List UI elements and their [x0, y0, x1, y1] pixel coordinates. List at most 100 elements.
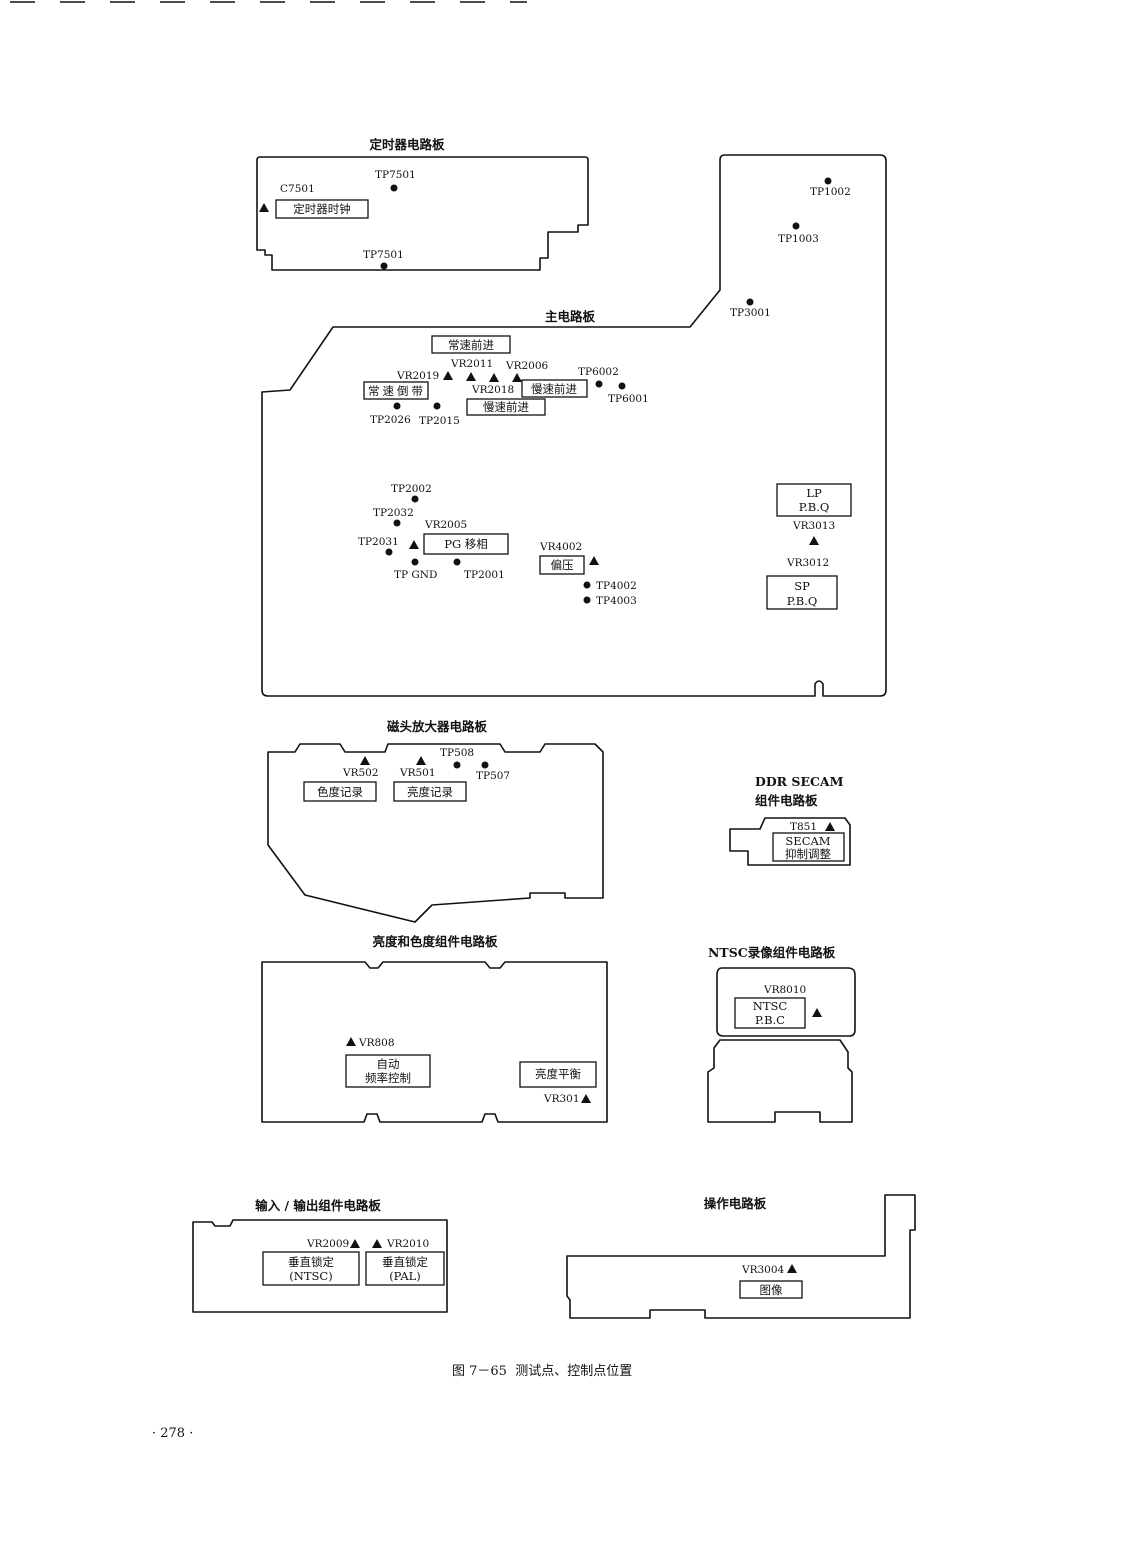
luma-record-box — [393, 781, 467, 802]
ntsc-rec-board-upper-outline — [716, 967, 856, 1037]
tp1002-test-point-marker — [824, 177, 832, 185]
vr4002-label: VR4002 — [539, 541, 582, 553]
vertical-lock-ntsc-box-line1: 垂直锁定 — [288, 1255, 334, 1269]
normal-rewind-box — [363, 381, 429, 400]
secam-suppress-box-line1: SECAM — [785, 834, 830, 848]
lp-pbq-box-line1: LP — [806, 486, 822, 500]
vr2006-control-point-marker — [512, 373, 522, 382]
vr3013-control-point-marker — [809, 536, 819, 545]
vr2019-label: VR2019 — [396, 370, 439, 382]
vr8010-label: VR8010 — [763, 984, 806, 996]
operation-board: 操作电路板 VR3004 图像 — [566, 1194, 916, 1319]
timer-board-title: 定时器电路板 — [368, 137, 445, 152]
afc-box — [345, 1054, 431, 1088]
picture-box — [739, 1280, 803, 1299]
vr3013-label: VR3013 — [792, 520, 835, 532]
tp2031-test-point-marker — [385, 548, 393, 556]
vr3004-label: VR3004 — [741, 1264, 785, 1276]
tp2002-label: TP2002 — [391, 483, 432, 495]
vr2010-label: VR2010 — [386, 1238, 429, 1250]
tp7501-top-label: TP7501 — [375, 169, 416, 181]
picture-box-text: 图像 — [760, 1283, 783, 1297]
sp-pbq-box-line1: SP — [794, 579, 810, 593]
chroma-record-box — [303, 781, 377, 802]
tp4003-test-point-marker — [583, 596, 591, 604]
tp1003-test-point-marker — [792, 222, 800, 230]
tp507-label: TP507 — [476, 770, 510, 782]
vertical-lock-ntsc-box — [262, 1251, 360, 1286]
ntsc-rec-board-lower-outline — [707, 1039, 853, 1123]
tp4003-label: TP4003 — [596, 595, 637, 607]
normal-forward-box — [431, 335, 511, 354]
vertical-lock-pal-box — [365, 1251, 445, 1286]
tp508-label: TP508 — [440, 747, 474, 759]
afc-box-line2: 频率控制 — [365, 1071, 411, 1085]
tp2001-label: TP2001 — [464, 569, 505, 581]
ddr-secam-board: DDR SECAM 组件电路板 T851 SECAM 抑制调整 — [729, 774, 851, 866]
vr501-control-point-marker — [416, 756, 426, 765]
vr2018-control-point-marker — [489, 373, 499, 382]
slow-forward-box-lower-text: 慢速前进 — [483, 400, 529, 414]
main-board-title: 主电路板 — [545, 309, 596, 324]
operation-board-title: 操作电路板 — [704, 1196, 767, 1211]
vr2019-control-point-marker — [443, 371, 453, 380]
slow-forward-box-lower — [466, 398, 546, 416]
tp2032-test-point-marker — [393, 519, 401, 527]
luma-chroma-board: 亮度和色度组件电路板 VR808 自动 频率控制 亮度平衡 VR301 — [261, 934, 608, 1123]
head-amp-board: 磁头放大器电路板 TP508 VR502 VR501 TP507 色度记录 亮度… — [267, 719, 604, 923]
tp1002-label: TP1002 — [810, 186, 851, 198]
luma-balance-box — [519, 1061, 597, 1088]
luma-balance-box-text: 亮度平衡 — [535, 1067, 581, 1081]
operation-board-outline — [566, 1194, 916, 1319]
vr4002-control-point-marker — [589, 556, 599, 565]
ddr-secam-board-title-line1: DDR SECAM — [755, 774, 844, 789]
pg-phase-box-text: PG 移相 — [444, 537, 488, 551]
head-amp-board-outline — [267, 743, 604, 923]
bias-box — [539, 555, 585, 575]
slow-forward-box-right-text: 慢速前进 — [531, 382, 577, 396]
tp7501-bottom-label: TP7501 — [363, 249, 404, 261]
tp4002-label: TP4002 — [596, 580, 637, 592]
vr502-label: VR502 — [342, 767, 379, 779]
tp3001-label: TP3001 — [730, 307, 771, 319]
tp7501-top-test-point-marker — [390, 184, 398, 192]
tp508-test-point-marker — [453, 761, 461, 769]
tp-gnd-test-point-marker — [411, 558, 419, 566]
vr2011-control-point-marker — [466, 372, 476, 381]
normal-rewind-box-text: 常速倒带 — [368, 384, 426, 398]
ntsc-rec-board-title: NTSC录像组件电路板 — [708, 945, 836, 960]
luma-chroma-board-title: 亮度和色度组件电路板 — [372, 934, 498, 949]
vr501-label: VR501 — [399, 767, 436, 779]
tp7501-bottom-test-point-marker — [380, 262, 388, 270]
vr3012-label: VR3012 — [786, 557, 829, 569]
tp2032-label: TP2032 — [373, 507, 414, 519]
tp6002-label: TP6002 — [578, 366, 619, 378]
tp2015-test-point-marker — [433, 402, 441, 410]
ntsc-pbc-box-line1: NTSC — [753, 999, 788, 1013]
vr502-control-point-marker — [360, 756, 370, 765]
ntsc-rec-board: NTSC录像组件电路板 VR8010 NTSC P.B.C — [707, 945, 856, 1123]
vertical-lock-ntsc-box-line2: (NTSC) — [289, 1269, 332, 1283]
vr2011-label: VR2011 — [450, 358, 493, 370]
t851-label: T851 — [790, 821, 817, 833]
vertical-lock-pal-box-line2: (PAL) — [389, 1269, 421, 1283]
vr301-control-point-marker — [581, 1094, 591, 1103]
vr301-label: VR301 — [543, 1093, 580, 1105]
secam-suppress-box-line2: 抑制调整 — [785, 847, 831, 861]
tp6002-test-point-marker — [595, 380, 603, 388]
vr808-label: VR808 — [358, 1037, 395, 1049]
timer-clock-box-text: 定时器时钟 — [293, 202, 351, 216]
tp2026-test-point-marker — [393, 402, 401, 410]
tp1003-label: TP1003 — [778, 233, 819, 245]
timer-clock-box — [275, 199, 369, 219]
vertical-lock-pal-box-line1: 垂直锁定 — [382, 1255, 428, 1269]
lp-pbq-box — [776, 483, 852, 517]
timer-board: 定时器电路板 C7501 TP7501 定时器时钟 TP7501 — [256, 137, 589, 271]
vr3004-control-point-marker — [787, 1264, 797, 1273]
vr2009-control-point-marker — [350, 1239, 360, 1248]
tp2015-label: TP2015 — [419, 415, 460, 427]
bias-box-text: 偏压 — [551, 558, 574, 572]
io-board: 输入 / 输出组件电路板 VR2009 VR2010 垂直锁定 (NTSC) 垂… — [192, 1198, 448, 1313]
c7501-label: C7501 — [280, 183, 315, 195]
